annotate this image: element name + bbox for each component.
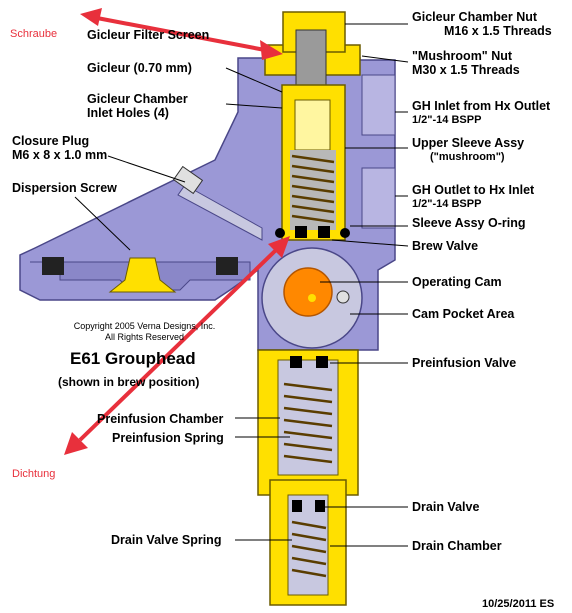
label-drain-valve: Drain Valve xyxy=(412,500,480,514)
upper-spring xyxy=(291,154,335,224)
label-gicleur: Gicleur (0.70 mm) xyxy=(87,61,192,75)
sleeve-oring-right xyxy=(340,228,350,238)
foot-block-left xyxy=(42,257,64,275)
label-closure-plug: Closure Plug M6 x 8 x 1.0 mm xyxy=(12,134,108,162)
label-gh-inlet: GH Inlet from Hx Outlet 1/2"-14 BSPP xyxy=(412,99,551,126)
outlet-port xyxy=(361,167,396,229)
drain-valve-seal-left xyxy=(292,500,302,512)
label-operating-cam: Operating Cam xyxy=(412,275,502,289)
drain-valve-spring xyxy=(291,520,327,578)
label-brew-valve: Brew Valve xyxy=(412,239,479,253)
leader-lines xyxy=(74,23,409,547)
sleeve-oring-left xyxy=(275,228,285,238)
label-sleeve-oring: Sleeve Assy O-ring xyxy=(412,216,526,230)
label-chamber-nut: Gicleur Chamber Nut M16 x 1.5 Threads xyxy=(412,10,552,38)
operating-cam xyxy=(283,267,333,317)
chamber-nut-threads xyxy=(295,29,327,86)
label-filter-screen: Gicleur Filter Screen xyxy=(87,28,210,42)
date-stamp: 10/25/2011 ES xyxy=(482,598,555,610)
upper-sleeve-inner xyxy=(294,99,331,151)
inlet-channel xyxy=(177,184,263,241)
label-dispersion-screw: Dispersion Screw xyxy=(12,181,117,195)
label-preinfusion-spring: Preinfusion Spring xyxy=(112,431,224,445)
red-arrows xyxy=(64,8,290,455)
diagram-title: E61 Grouphead xyxy=(70,349,196,368)
label-drain-chamber: Drain Chamber xyxy=(412,539,502,553)
label-upper-sleeve: Upper Sleeve Assy ("mushroom") xyxy=(412,136,525,163)
drain-valve-seal-right xyxy=(315,500,325,512)
preinfusion-spring xyxy=(283,382,333,464)
label-preinfusion-chamber: Preinfusion Chamber xyxy=(97,412,224,426)
preinfusion-valve-seal-left xyxy=(290,356,302,368)
brew-valve-seal-right xyxy=(318,226,330,238)
cam-center xyxy=(308,294,316,302)
label-gh-outlet: GH Outlet to Hx Inlet 1/2"-14 BSPP xyxy=(412,183,535,210)
closure-plug-shape xyxy=(172,165,204,195)
annotation-schraube: Schraube xyxy=(10,28,58,40)
copyright-notice: Copyright 2005 Verna Designs, Inc. All R… xyxy=(73,321,216,342)
inlet-port xyxy=(361,74,396,136)
label-mushroom-nut: "Mushroom" Nut M30 x 1.5 Threads xyxy=(412,49,520,77)
label-cam-pocket: Cam Pocket Area xyxy=(412,307,515,321)
annotation-dichtung: Dichtung xyxy=(12,468,56,480)
brew-valve-seal-left xyxy=(295,226,307,238)
dispersion-screw-shape xyxy=(108,257,177,293)
label-inlet-holes: Gicleur Chamber Inlet Holes (4) xyxy=(87,92,188,120)
label-drain-valve-spring: Drain Valve Spring xyxy=(111,533,222,547)
preinfusion-valve-seal-right xyxy=(316,356,328,368)
diagram-subtitle: (shown in brew position) xyxy=(58,375,200,389)
label-preinfusion-valve: Preinfusion Valve xyxy=(412,356,517,370)
foot-block-right xyxy=(216,257,238,275)
cam-screw xyxy=(336,290,350,304)
